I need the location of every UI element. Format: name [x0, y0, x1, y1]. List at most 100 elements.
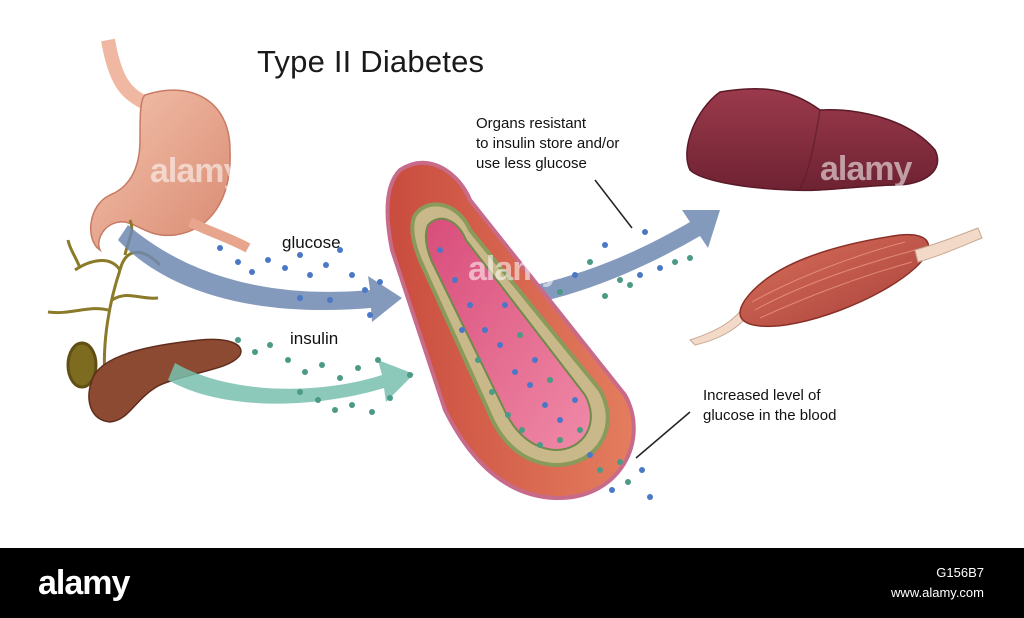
glucose-molecule-dot [502, 302, 508, 308]
insulin-molecule-dot [547, 377, 553, 383]
glucose-molecule-dot [297, 252, 303, 258]
insulin-molecule-dot [235, 337, 241, 343]
glucose-arrow [118, 225, 402, 322]
insulin-molecule-dot [517, 332, 523, 338]
insulin-molecule-dot [387, 395, 393, 401]
site-url: www.alamy.com [891, 585, 984, 600]
insulin-molecule-dot [319, 362, 325, 368]
insulin-molecule-dot [475, 357, 481, 363]
glucose-molecule-dot [482, 327, 488, 333]
watermark-text: alamy [150, 152, 242, 190]
organs-resistant-label: Organs resistant to insulin store and/or… [476, 114, 676, 174]
insulin-molecule-dot [577, 427, 583, 433]
glucose-molecule-dot [647, 494, 653, 500]
glucose-molecule-dot [367, 312, 373, 318]
liver-illustration [686, 87, 939, 192]
insulin-molecule-dot [369, 409, 375, 415]
insulin-molecule-dot [267, 342, 273, 348]
blood-pointer-line [635, 411, 691, 459]
blood-vessel-illustration [385, 160, 636, 501]
glucose-molecule-dot [282, 265, 288, 271]
insulin-molecule-dot [672, 259, 678, 265]
insulin-molecule-dot [407, 372, 413, 378]
organs-label-line-2: to insulin store and/or [476, 135, 620, 152]
insulin-molecule-dot [537, 442, 543, 448]
glucose-molecule-dot [532, 357, 538, 363]
glucose-molecule-dot [362, 287, 368, 293]
glucose-molecule-dot [572, 272, 578, 278]
pancreas-illustration [88, 338, 242, 423]
glucose-molecule-dot [452, 277, 458, 283]
glucose-molecule-dot [602, 242, 608, 248]
insulin-molecule-dot [252, 349, 258, 355]
glucose-molecule-dot [377, 279, 383, 285]
glucose-molecule-dot [557, 417, 563, 423]
glucose-molecule-dot [265, 257, 271, 263]
image-id: G156B7 [936, 565, 984, 580]
glucose-molecule-dot [637, 272, 643, 278]
diagram-title: Type II Diabetes [257, 44, 485, 79]
alamy-logo: alamy [38, 564, 130, 602]
glucose-label: glucose [282, 233, 341, 252]
insulin-molecule-dot [489, 389, 495, 395]
glucose-molecule-dot [235, 259, 241, 265]
glucose-molecule-dot [657, 265, 663, 271]
glucose-molecule-dot [297, 295, 303, 301]
insulin-molecule-dot [297, 389, 303, 395]
organs-label-line-1: Organs resistant [476, 115, 587, 132]
insulin-molecule-dot [349, 402, 355, 408]
glucose-molecule-dot [437, 247, 443, 253]
glucose-molecule-dot [527, 382, 533, 388]
glucose-molecule-dot [249, 269, 255, 275]
insulin-molecule-dot [355, 365, 361, 371]
blood-label-line-1: Increased level of [703, 387, 821, 404]
muscle-illustration [689, 227, 983, 346]
insulin-molecule-dot [557, 289, 563, 295]
glucose-molecule-dot [459, 327, 465, 333]
glucose-molecule-dot [542, 402, 548, 408]
glucose-molecule-dot [337, 247, 343, 253]
footer-bar: alamy G156B7 www.alamy.com [0, 548, 1024, 618]
insulin-molecule-dot [625, 479, 631, 485]
glucose-molecule-dot [327, 297, 333, 303]
insulin-molecule-dot [597, 467, 603, 473]
insulin-molecule-dot [617, 277, 623, 283]
glucose-molecule-dot [512, 369, 518, 375]
diagram-illustration [47, 38, 983, 501]
glucose-molecule-dot [307, 272, 313, 278]
insulin-arrow [168, 360, 414, 404]
insulin-molecule-dot [505, 412, 511, 418]
insulin-molecule-dot [687, 255, 693, 261]
blood-label-line-2: glucose in the blood [703, 407, 837, 424]
insulin-label: insulin [290, 329, 339, 348]
organs-pointer-line [594, 179, 633, 229]
glucose-molecule-dot [639, 467, 645, 473]
glucose-molecule-dot [217, 245, 223, 251]
watermark-text: alamy [468, 250, 560, 288]
insulin-molecule-dot [337, 375, 343, 381]
insulin-molecule-dot [617, 459, 623, 465]
glucose-molecule-dot [323, 262, 329, 268]
glucose-molecule-dot [349, 272, 355, 278]
insulin-molecule-dot [302, 369, 308, 375]
glucose-molecule-dot [497, 342, 503, 348]
insulin-molecule-dot [557, 437, 563, 443]
blood-glucose-label: Increased level of glucose in the blood [703, 386, 903, 426]
glucose-molecule-dot [609, 487, 615, 493]
molecule-dots [217, 229, 693, 500]
insulin-molecule-dot [602, 293, 608, 299]
glucose-molecule-dot [587, 452, 593, 458]
organs-arrow [535, 210, 720, 302]
insulin-molecule-dot [627, 282, 633, 288]
glucose-molecule-dot [572, 397, 578, 403]
watermark-text: alamy [820, 150, 912, 188]
glucose-molecule-dot [642, 229, 648, 235]
insulin-molecule-dot [519, 427, 525, 433]
insulin-molecule-dot [375, 357, 381, 363]
insulin-molecule-dot [285, 357, 291, 363]
stomach-illustration [90, 38, 251, 253]
organs-label-line-3: use less glucose [476, 155, 587, 172]
glucose-molecule-dot [467, 302, 473, 308]
insulin-molecule-dot [587, 259, 593, 265]
insulin-molecule-dot [332, 407, 338, 413]
